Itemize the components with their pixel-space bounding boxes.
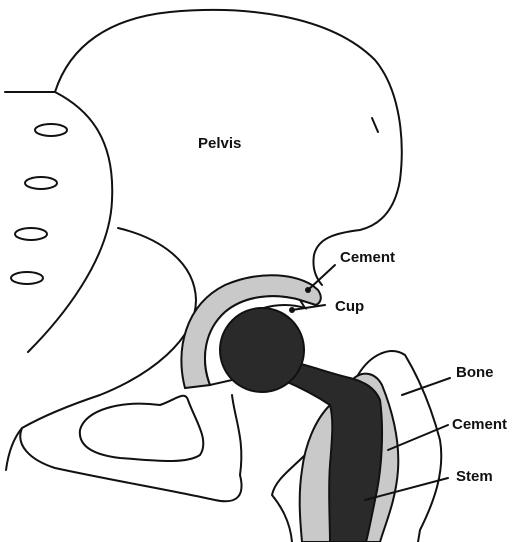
label-cement-right: Cement xyxy=(452,416,507,433)
sacrum-outline xyxy=(28,92,112,352)
label-bone: Bone xyxy=(456,364,494,381)
sacral-foramen-3 xyxy=(15,228,47,240)
label-cup: Cup xyxy=(335,298,364,315)
label-cement-top: Cement xyxy=(340,249,395,266)
sacral-foramen-2 xyxy=(25,177,57,189)
leader-cement-top xyxy=(308,265,335,290)
leader-cup-dot xyxy=(289,307,295,313)
femur-outer-outline xyxy=(232,395,241,475)
sacral-foramen-1 xyxy=(35,124,67,136)
pelvis-rim-detail xyxy=(372,118,378,132)
sacral-foramen-4 xyxy=(11,272,43,284)
leader-bone xyxy=(402,378,450,395)
leader-cement-top-dot xyxy=(305,287,311,293)
label-pelvis: Pelvis xyxy=(198,135,241,152)
femoral-head xyxy=(220,308,304,392)
obturator-foramen xyxy=(80,396,203,461)
label-stem: Stem xyxy=(456,468,493,485)
